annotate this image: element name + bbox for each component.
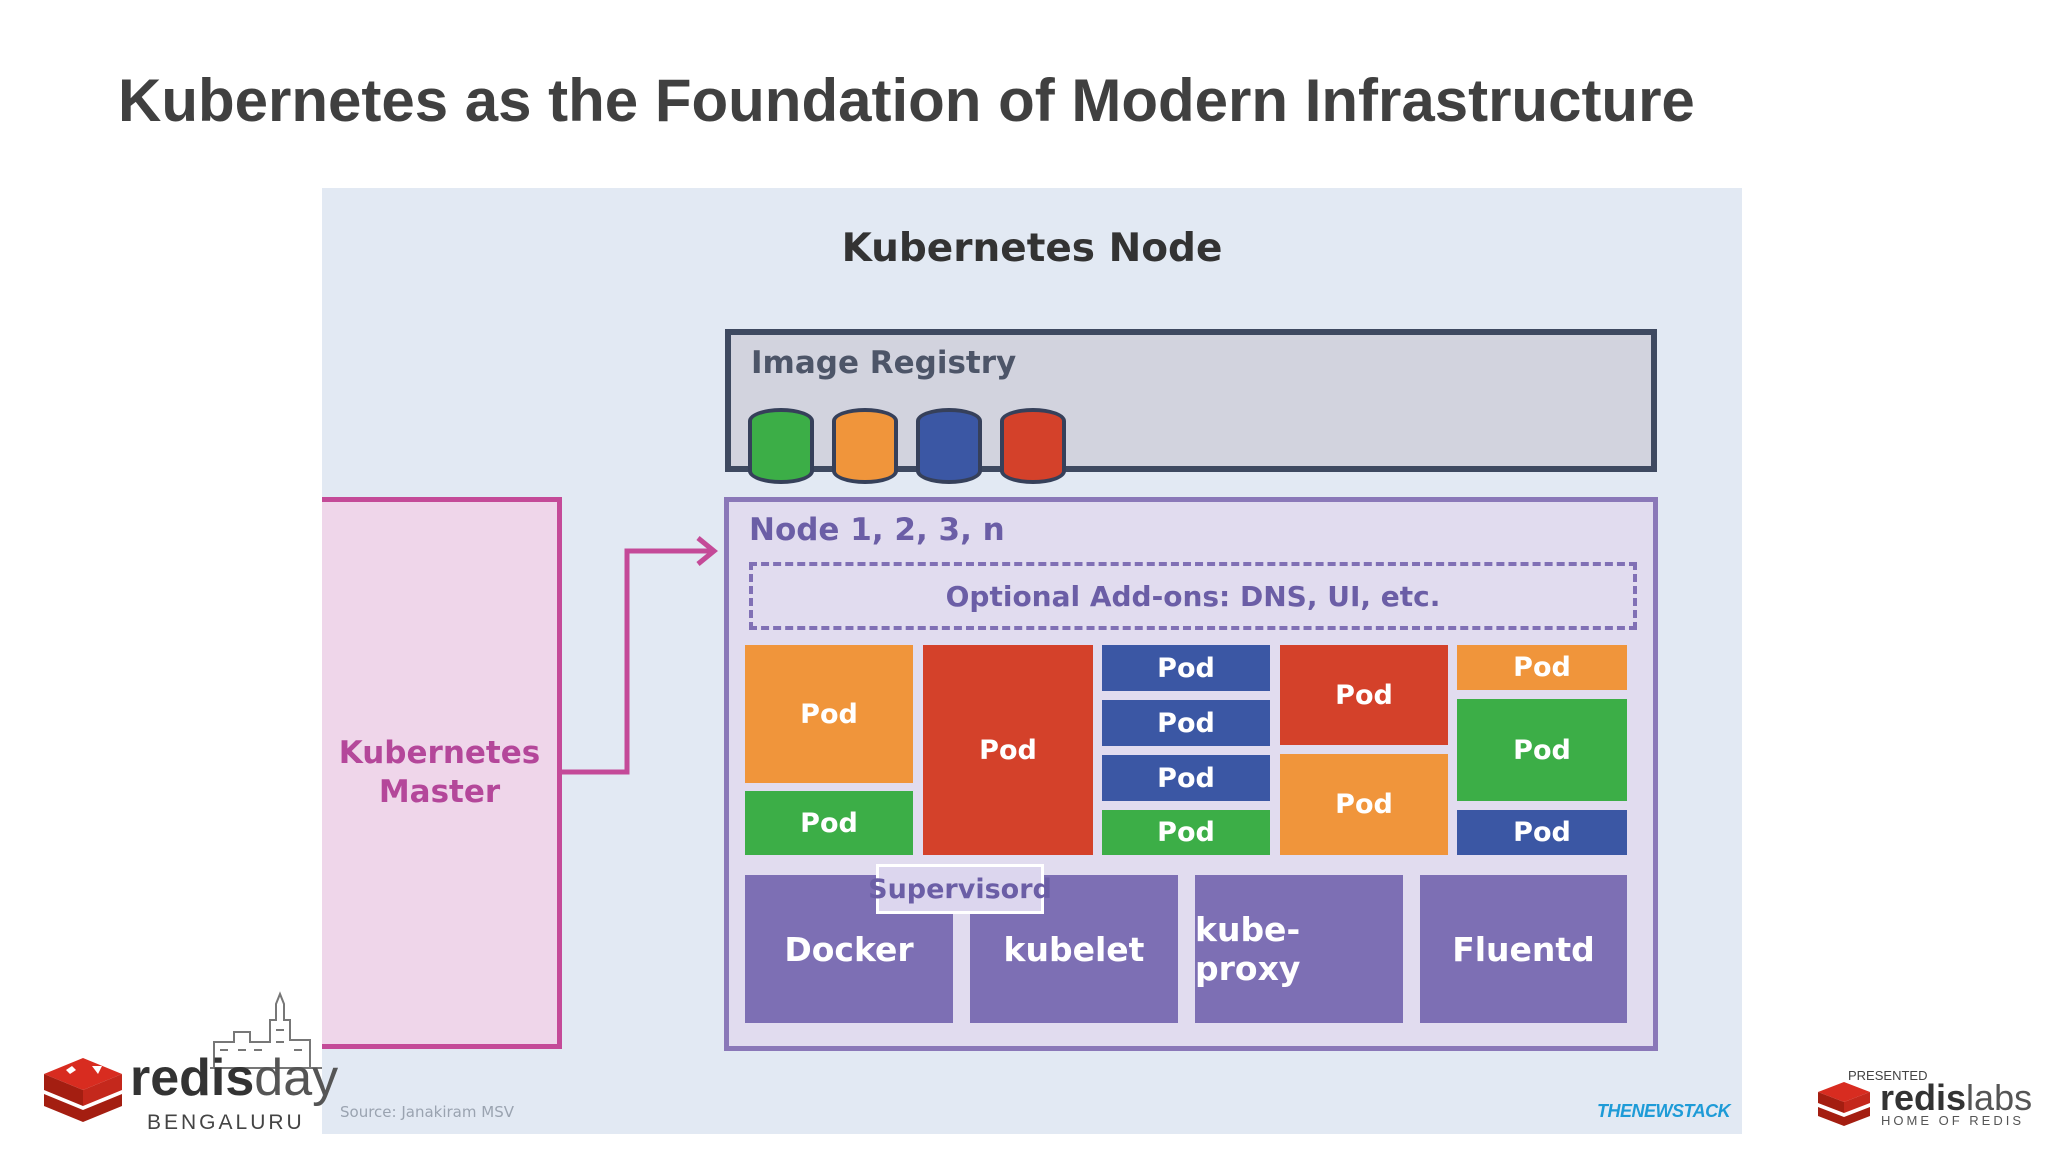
redisday-word-redis: redis xyxy=(130,1049,255,1107)
bengaluru-skyline-icon xyxy=(210,991,322,1069)
redislabs-wordmark: redislabs xyxy=(1880,1080,2032,1116)
supervisord-label: Supervisord xyxy=(868,864,1052,914)
pod: Pod xyxy=(1280,754,1448,855)
pod: Pod xyxy=(1102,755,1270,801)
redislabs-logo-icon xyxy=(1818,1082,1870,1126)
pod: Pod xyxy=(1457,810,1627,855)
newstack-logo: THENEWSTACK xyxy=(1597,1101,1731,1121)
master-label-line2: Master xyxy=(378,774,501,810)
pod: Pod xyxy=(745,791,913,855)
presented-label: PRESENTED xyxy=(1848,1068,1928,1083)
redis-logo-icon xyxy=(44,1058,122,1122)
image-registry-label: Image Registry xyxy=(751,345,1017,381)
redisday-word-day: day xyxy=(254,1049,339,1107)
source-credit: Source: Janakiram MSV xyxy=(340,1103,514,1121)
kube-proxy-service: kube-proxy xyxy=(1195,875,1403,1023)
image-cylinder-blue xyxy=(916,408,982,484)
master-to-node-arrow xyxy=(560,536,718,775)
pod: Pod xyxy=(923,645,1093,855)
pod: Pod xyxy=(745,645,913,783)
redislabs-word-labs: labs xyxy=(1966,1077,2033,1118)
redislabs-tagline: HOME OF REDIS xyxy=(1881,1113,2025,1128)
pod: Pod xyxy=(1457,645,1627,690)
kubernetes-master: Kubernetes Master xyxy=(322,497,562,1049)
fluentd-service: Fluentd xyxy=(1420,875,1627,1023)
pod: Pod xyxy=(1102,810,1270,855)
redislabs-word-redis: redis xyxy=(1880,1077,1967,1118)
redisday-wordmark: redisday xyxy=(130,1052,338,1104)
slide-title: Kubernetes as the Foundation of Modern I… xyxy=(118,67,1695,134)
pod: Pod xyxy=(1102,645,1270,691)
master-label-line1: Kubernetes xyxy=(338,735,541,772)
pod: Pod xyxy=(1457,699,1627,801)
pod: Pod xyxy=(1280,645,1448,745)
image-cylinder-green xyxy=(748,408,814,484)
bengaluru-label: BENGALURU xyxy=(147,1111,305,1134)
image-registry: Image Registry xyxy=(725,329,1657,484)
diagram-heading: Kubernetes Node xyxy=(841,226,1223,271)
pod: Pod xyxy=(1102,700,1270,746)
optional-addons: Optional Add-ons: DNS, UI, etc. xyxy=(749,562,1637,630)
node-label: Node 1, 2, 3, n xyxy=(749,512,1005,548)
image-cylinder-orange xyxy=(832,408,898,484)
image-cylinder-red xyxy=(1000,408,1066,484)
